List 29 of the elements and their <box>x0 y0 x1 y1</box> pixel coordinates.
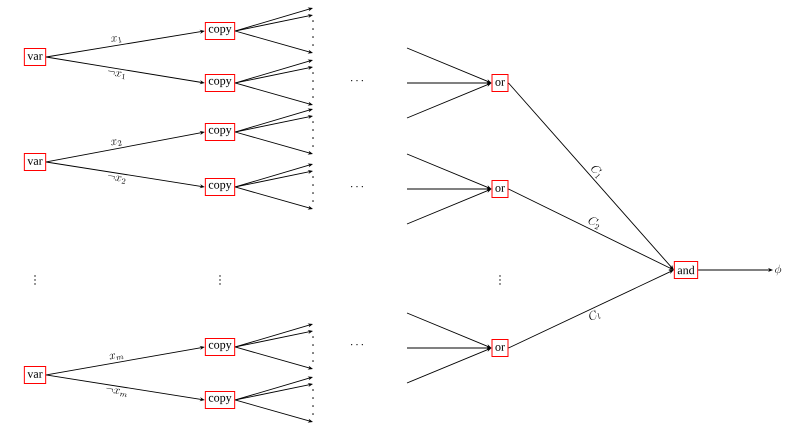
gate-box: copy <box>204 178 236 196</box>
gate-box: var <box>24 366 46 384</box>
edge-label: $\neg x_2$ <box>108 175 126 184</box>
gate-box: or <box>492 339 508 357</box>
gate-box: copy <box>204 74 236 92</box>
edge-label: $C_1$ <box>591 166 602 179</box>
gate-box: or <box>492 180 508 198</box>
edge-label: $\neg x_1$ <box>108 70 125 80</box>
ellipsis: $\vdots$ <box>34 275 36 285</box>
edge-label: $C_l$ <box>589 310 600 320</box>
edge-label: $x_1$ <box>111 36 122 43</box>
gate-box: copy <box>204 338 236 356</box>
gate-box: copy <box>204 123 236 141</box>
edge-label: $\neg x_m$ <box>106 388 127 398</box>
gate-box: or <box>492 74 508 92</box>
gate-box: and <box>674 261 698 279</box>
gate-box: copy <box>204 22 236 40</box>
gate-box: var <box>24 48 46 66</box>
ellipsis: $\vdots$ <box>499 275 501 285</box>
gate-box: copy <box>204 391 236 409</box>
edge-label: $C_2$ <box>588 217 600 230</box>
output-symbol: $\phi$ <box>775 264 782 276</box>
ellipsis: $\cdots$ <box>351 186 363 188</box>
ellipsis: $\vdots$ <box>219 275 221 285</box>
edge-label: $x_2$ <box>111 139 122 146</box>
edge-label: $x_m$ <box>110 353 124 360</box>
gate-box: var <box>24 153 46 171</box>
ellipsis: $\cdots$ <box>351 80 363 82</box>
ellipsis: $\cdots$ <box>351 344 363 346</box>
